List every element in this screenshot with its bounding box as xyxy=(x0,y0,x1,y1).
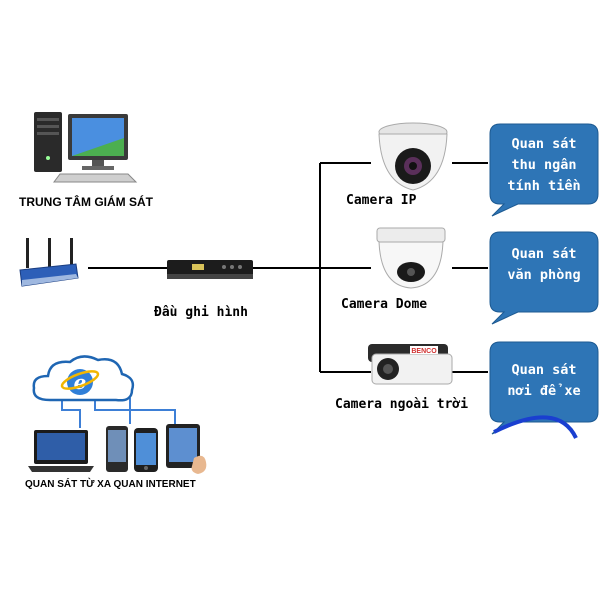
tablet-icon xyxy=(166,424,207,474)
control-center-label: TRUNG TÂM GIÁM SÁT xyxy=(19,195,153,209)
bubble-2-text: Quan sát văn phòng xyxy=(507,246,581,283)
desktop-computer-icon xyxy=(34,112,138,183)
cloud-internet-icon: e xyxy=(32,355,135,402)
remote-internet-label: QUAN SÁT TỪ XA QUAN INTERNET xyxy=(25,479,196,490)
bubble-1 xyxy=(489,123,599,217)
dome-camera-white-icon xyxy=(376,227,446,289)
dvr-recorder-icon xyxy=(167,260,253,279)
camera-dome-label: Camera Dome xyxy=(341,297,428,312)
camera-brand-text: BENCO xyxy=(411,348,437,355)
phone-icon xyxy=(106,426,158,472)
recorder-label: Đầu ghi hình xyxy=(154,305,248,320)
wifi-router-icon xyxy=(19,238,79,287)
bubble-3-text: Quan sát nơi để xe xyxy=(507,362,581,399)
camera-ip-label: Camera IP xyxy=(346,193,417,208)
dome-camera-icon xyxy=(378,122,448,191)
bubble-3 xyxy=(489,341,599,439)
bullet-camera-icon: BENCO xyxy=(368,344,453,385)
bubble-2 xyxy=(489,231,599,325)
bubble-1-text: Quan sát thu ngân tính tiền xyxy=(507,136,581,194)
camera-outdoor-label: Camera ngoài trời xyxy=(335,397,469,412)
laptop-icon xyxy=(28,430,94,472)
